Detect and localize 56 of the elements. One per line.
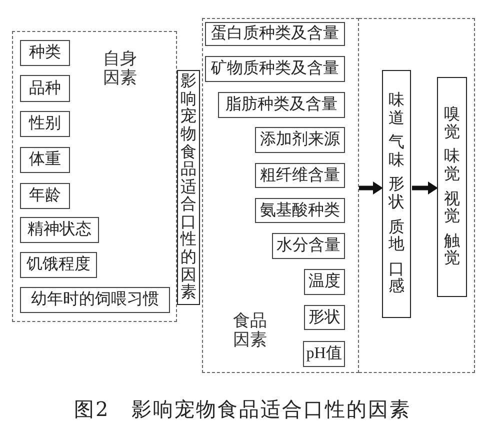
vertical-label: 气味 (388, 134, 404, 170)
vertical-label: 嗅觉 (444, 106, 460, 142)
factor-label: 精神状态 (28, 220, 92, 240)
vertical-label: 质地 (388, 218, 404, 254)
factor-label: 粗纤维含量 (260, 166, 340, 186)
vertical-text-box (437, 77, 467, 297)
factor-box (20, 75, 70, 102)
factor-box (304, 305, 345, 330)
factor-label: 形状 (308, 308, 340, 328)
factor-label: 矿物质种类及含量 (211, 59, 339, 79)
vertical-label: 味觉 (444, 148, 460, 184)
factor-box (255, 198, 345, 223)
factor-label: 种类 (29, 43, 61, 63)
factor-box (20, 40, 70, 66)
group-label: 食品因素 (233, 312, 267, 350)
vertical-text-box (382, 70, 411, 318)
factor-box (20, 287, 170, 313)
dashed-group-frame (202, 18, 359, 373)
factor-label: 水分含量 (276, 236, 340, 256)
group-label: 自身因素 (103, 50, 137, 88)
vertical-label: 形状 (388, 176, 404, 212)
factor-label: 添加剂来源 (260, 130, 340, 150)
factor-box (255, 163, 345, 188)
arrow (359, 182, 383, 194)
factor-box (272, 233, 345, 259)
vertical-label: 影响宠物食品适合口性的因素 (180, 73, 196, 302)
factor-label: 性别 (29, 114, 61, 134)
vertical-label: 味道 (388, 92, 404, 128)
factor-box (20, 252, 97, 278)
dashed-group-frame (359, 18, 475, 373)
factor-label: pH值 (306, 344, 342, 364)
factor-label: 饥饿程度 (26, 255, 90, 275)
vertical-label: 视觉 (444, 190, 460, 226)
dashed-group-frame (12, 31, 177, 322)
factor-box (205, 56, 345, 82)
factor-box (20, 217, 99, 243)
vertical-label: 触觉 (444, 232, 460, 268)
factor-label: 氨基酸种类 (260, 200, 340, 220)
arrow (412, 182, 438, 194)
factor-label: 脂肪种类及含量 (226, 95, 338, 115)
factor-box (255, 127, 345, 153)
factor-label: 幼年时的饲喂习惯 (31, 290, 159, 310)
factor-label: 年龄 (29, 186, 61, 206)
factor-box (218, 92, 345, 118)
factor-box (20, 183, 70, 209)
factor-label: 蛋白质种类及含量 (211, 24, 339, 44)
vertical-text-box (177, 70, 200, 305)
factor-label: 体重 (29, 150, 61, 170)
factor-box (205, 22, 345, 46)
factor-label: 品种 (29, 78, 61, 98)
factor-box (20, 147, 70, 173)
factor-label: 温度 (308, 272, 340, 292)
factor-box (304, 269, 345, 295)
vertical-label: 口感 (388, 260, 404, 296)
factor-box (20, 111, 70, 137)
figure-caption: 图2 影响宠物食品适合口性的因素 (72, 396, 412, 423)
